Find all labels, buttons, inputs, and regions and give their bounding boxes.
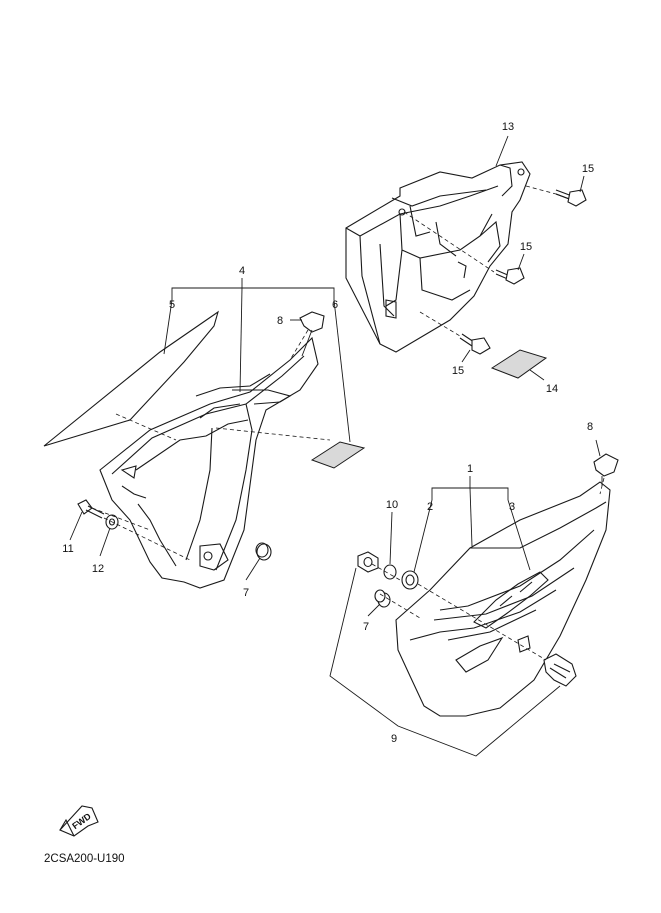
bolt-11 — [77, 499, 105, 519]
callout-15-top: 15 — [582, 163, 594, 175]
callout-9: 9 — [391, 733, 397, 745]
callout-10: 10 — [386, 499, 398, 511]
callout-1: 1 — [467, 463, 473, 475]
grommet-2 — [383, 564, 419, 590]
grommet-7-right — [374, 589, 391, 608]
pad-6 — [310, 441, 366, 469]
left-side-cover — [43, 310, 319, 589]
callout-13: 13 — [502, 121, 514, 133]
callout-7-left: 7 — [243, 587, 249, 599]
callout-8-left: 8 — [277, 315, 283, 327]
callout-5: 5 — [169, 299, 175, 311]
diagram-code: 2CSA200-U190 — [44, 853, 125, 865]
callout-11: 11 — [62, 543, 73, 555]
callout-8-right: 8 — [587, 421, 593, 433]
leader-lines — [69, 135, 605, 757]
fwd-arrow-icon: FWD — [59, 805, 99, 837]
callout-2: 2 — [427, 501, 433, 513]
bolt-15-top — [555, 189, 587, 207]
nut-10 — [357, 551, 379, 573]
right-side-cover — [395, 481, 611, 717]
callout-15-bottom: 15 — [452, 365, 464, 377]
callout-12: 12 — [92, 563, 104, 575]
fastener-9 — [543, 653, 577, 687]
callout-3: 3 — [509, 501, 515, 513]
callout-7-right: 7 — [363, 621, 369, 633]
pad-14 — [490, 349, 548, 379]
clip-8-left — [299, 311, 325, 333]
callouts: 13 15 15 15 14 4 5 6 8 8 1 2 3 10 11 12 … — [62, 121, 594, 745]
clip-8-right — [593, 453, 619, 477]
battery-box — [345, 161, 531, 353]
callout-15-middle: 15 — [520, 241, 532, 253]
callout-14: 14 — [546, 383, 558, 395]
bolt-15-bottom — [459, 333, 491, 355]
callout-4: 4 — [239, 265, 245, 277]
callout-6: 6 — [332, 299, 338, 311]
grommet-7-left — [255, 542, 272, 561]
bolt-15-middle — [495, 267, 525, 285]
